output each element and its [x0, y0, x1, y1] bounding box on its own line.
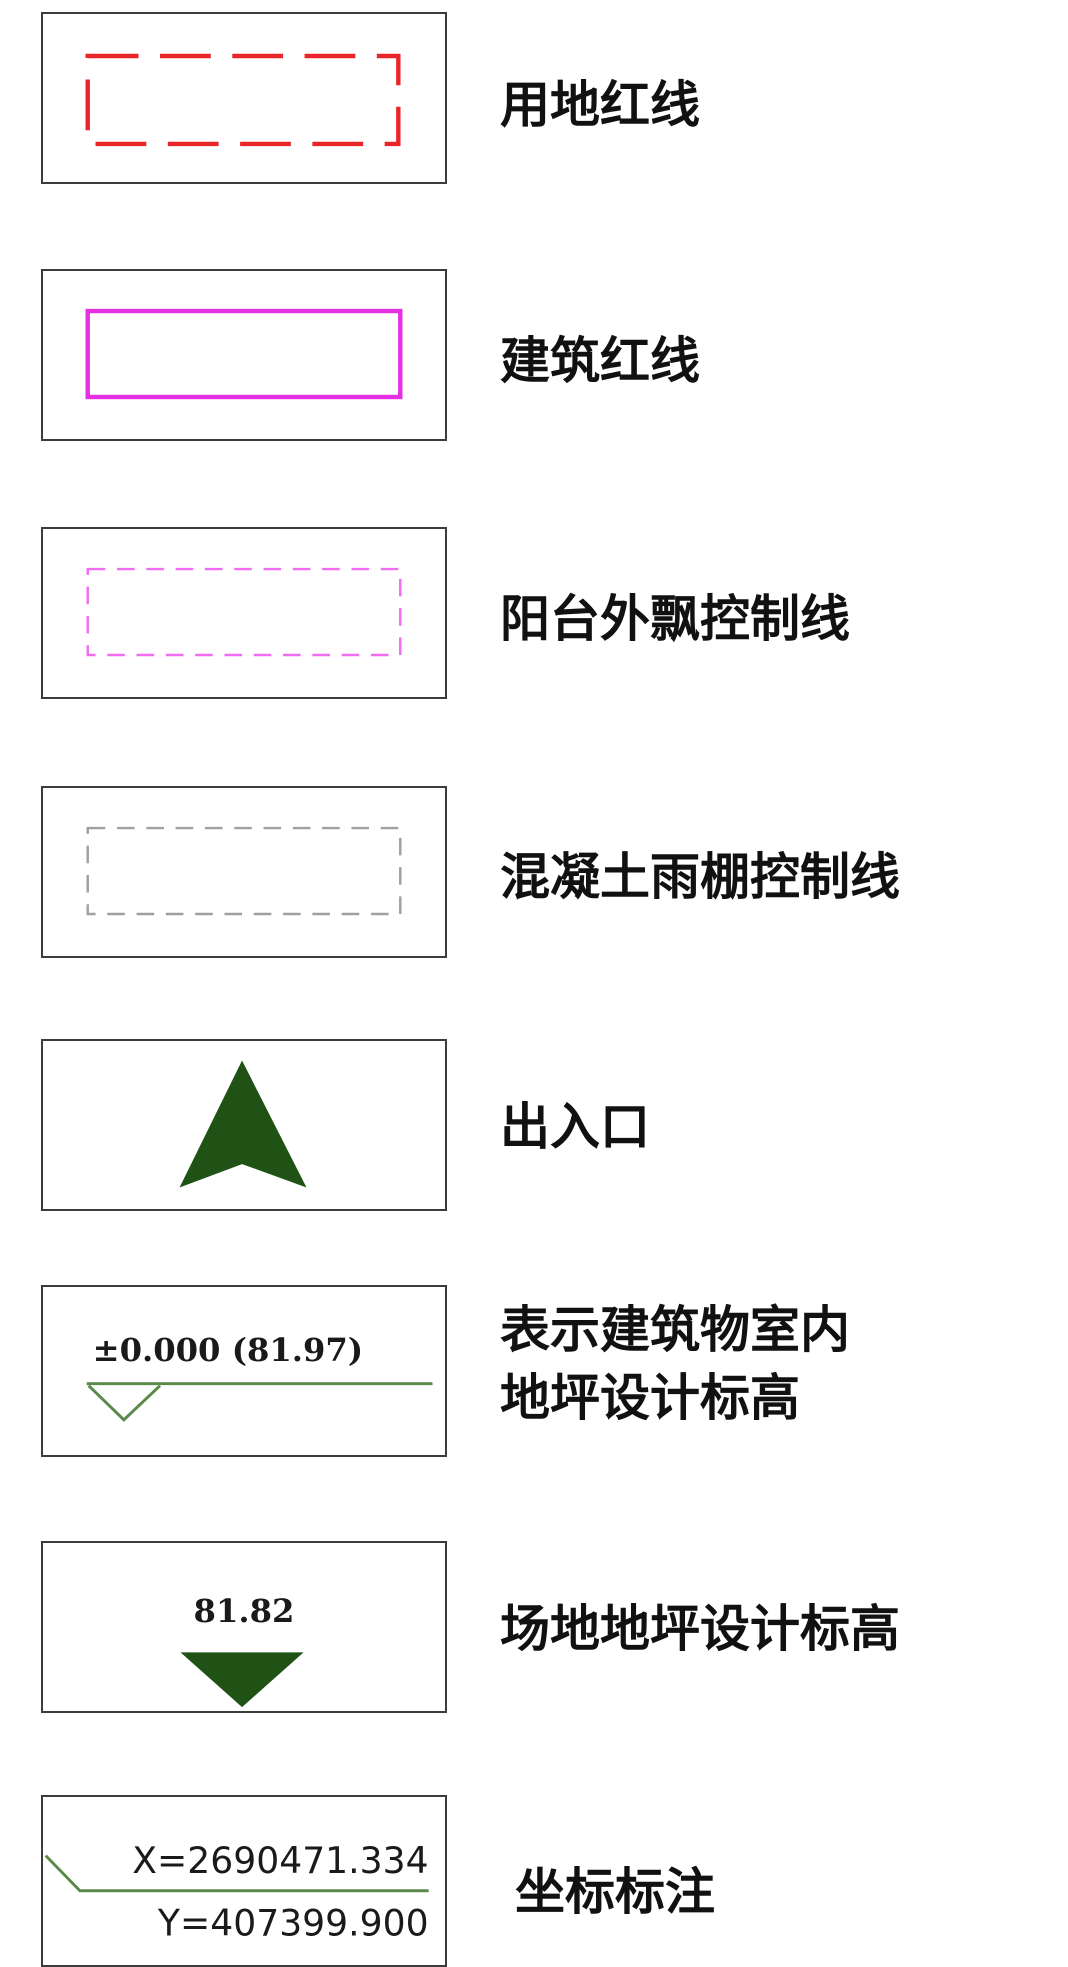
site-boundary-label: 用地红线 — [500, 76, 700, 134]
magenta-dashed-line-icon — [86, 567, 402, 657]
site-elevation-label: 场地地坪设计标高 — [500, 1600, 900, 1658]
coordinate-x-value: X=2690471.334 — [132, 1839, 428, 1882]
indoor-elevation-label: 表示建筑物室内 地坪设计标高 — [500, 1296, 980, 1432]
balcony-line-label: 阳台外飘控制线 — [500, 590, 850, 648]
entrance-symbol — [179, 1060, 307, 1188]
indoor-elevation-value: ±0.000 (81.97) — [93, 1331, 363, 1369]
balcony-line-symbol — [86, 567, 402, 657]
coordinate-symbol-box: X=2690471.334 Y=407399.900 — [41, 1795, 447, 1967]
entrance-symbol-box — [41, 1039, 447, 1211]
site-boundary-symbol-box — [41, 12, 447, 184]
building-line-label: 建筑红线 — [500, 332, 700, 390]
entrance-arrow-icon — [179, 1060, 307, 1188]
site-elevation-symbol: 81.82 — [180, 1592, 304, 1708]
gray-dashed-line-icon — [86, 826, 402, 916]
red-dashed-line-icon — [85, 53, 401, 147]
elevation-triangle-filled-icon — [180, 1652, 304, 1708]
balcony-line-symbol-box — [41, 527, 447, 699]
building-line-symbol-box — [41, 269, 447, 441]
coordinate-label: 坐标标注 — [515, 1863, 715, 1921]
coordinate-y-value: Y=407399.900 — [157, 1902, 429, 1945]
indoor-elevation-label-line2: 地坪设计标高 — [500, 1369, 800, 1427]
site-elevation-value: 81.82 — [194, 1592, 295, 1630]
entrance-label: 出入口 — [500, 1098, 650, 1156]
canopy-line-symbol-box — [41, 786, 447, 958]
building-line-symbol — [85, 308, 403, 400]
site-elevation-symbol-box: 81.82 — [41, 1541, 447, 1713]
indoor-elevation-label-line1: 表示建筑物室内 — [500, 1301, 850, 1359]
coordinate-symbol: X=2690471.334 Y=407399.900 — [44, 1839, 429, 1945]
elevation-triangle-outline-icon — [87, 1384, 162, 1422]
coordinate-leader-line — [44, 1854, 429, 1893]
indoor-elevation-symbol: ±0.000 (81.97) — [86, 1331, 433, 1422]
canopy-line-label: 混凝土雨棚控制线 — [500, 848, 900, 906]
indoor-elevation-symbol-box: ±0.000 (81.97) — [41, 1285, 447, 1457]
canopy-line-symbol — [86, 826, 402, 916]
magenta-solid-line-icon — [85, 308, 403, 400]
site-boundary-symbol — [85, 53, 401, 147]
